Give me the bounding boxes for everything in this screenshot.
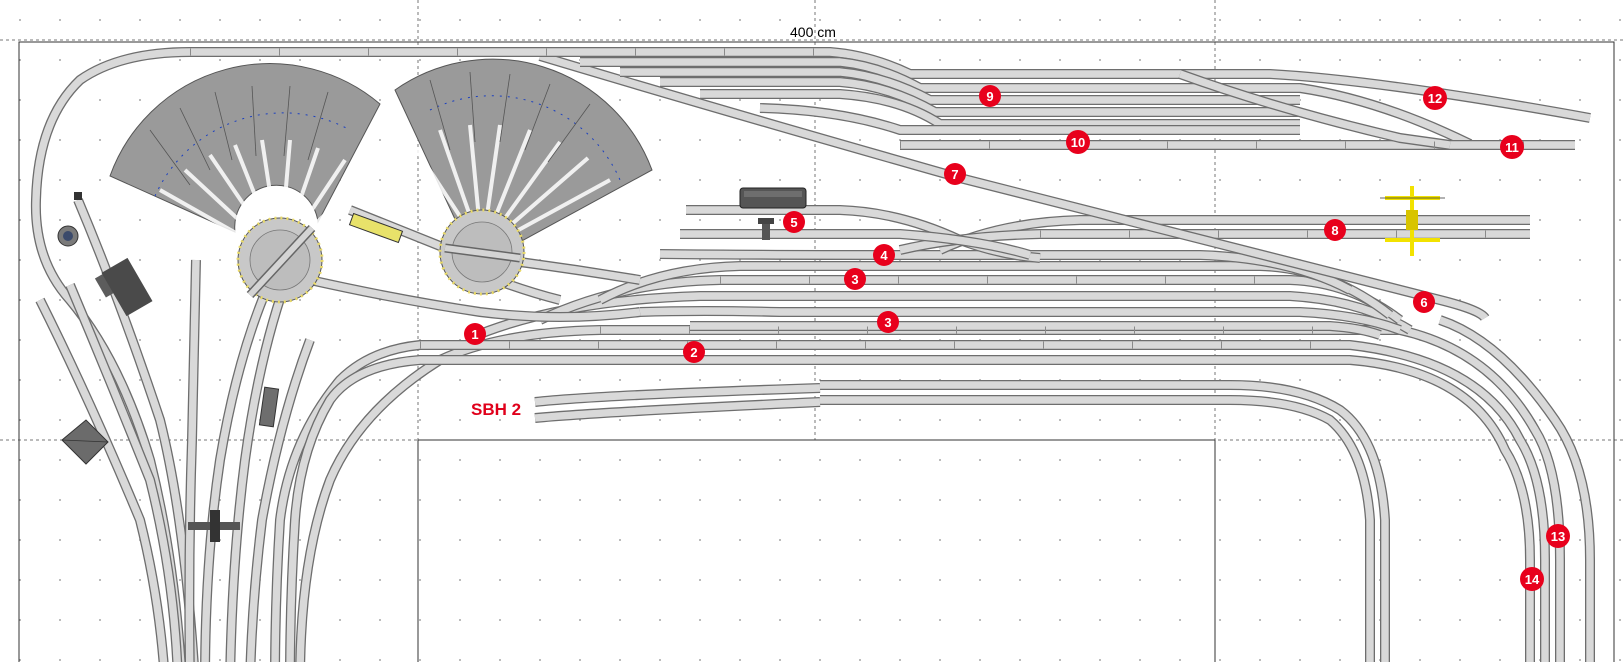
crossing-gate — [188, 510, 240, 542]
marker-3b: 3 — [877, 311, 899, 333]
staging-label: SBH 2 — [471, 400, 521, 419]
marker-6: 6 — [1413, 291, 1435, 313]
svg-text:11: 11 — [1505, 140, 1519, 155]
board-outline — [18, 41, 1615, 662]
turntable-right — [438, 208, 526, 296]
tracks — [30, 47, 1595, 662]
marker-1: 1 — [464, 323, 486, 345]
marker-4: 4 — [873, 244, 895, 266]
svg-text:9: 9 — [986, 89, 993, 104]
engine-shed — [61, 419, 109, 465]
svg-text:4: 4 — [880, 248, 888, 263]
yellow-platform — [348, 212, 404, 244]
marker-3a: 3 — [844, 268, 866, 290]
svg-text:12: 12 — [1428, 91, 1442, 106]
marker-11: 11 — [1500, 135, 1524, 159]
svg-text:3: 3 — [851, 272, 858, 287]
marker-14: 14 — [1520, 567, 1544, 591]
marker-9: 9 — [979, 85, 1001, 107]
svg-text:8: 8 — [1331, 223, 1338, 238]
svg-text:3: 3 — [884, 315, 891, 330]
signal-post — [74, 192, 82, 200]
marker-8: 8 — [1324, 219, 1346, 241]
station-building — [258, 386, 280, 428]
buffer-post — [758, 218, 774, 240]
marker-2: 2 — [683, 341, 705, 363]
dimension-label: 400 cm — [790, 24, 836, 40]
svg-text:13: 13 — [1551, 529, 1565, 544]
turntable-left — [236, 216, 324, 304]
marker-5: 5 — [783, 211, 805, 233]
roundhouse-right — [394, 58, 653, 252]
svg-text:7: 7 — [951, 167, 958, 182]
coal-station — [94, 257, 153, 317]
freight-wagon — [739, 187, 807, 209]
yellow-crane — [1380, 186, 1445, 256]
svg-text:2: 2 — [690, 345, 697, 360]
svg-text:5: 5 — [790, 215, 797, 230]
svg-text:14: 14 — [1525, 572, 1540, 587]
marker-10: 10 — [1066, 130, 1090, 154]
svg-text:10: 10 — [1071, 135, 1085, 150]
svg-text:6: 6 — [1420, 295, 1427, 310]
svg-text:1: 1 — [471, 327, 478, 342]
marker-7: 7 — [944, 163, 966, 185]
marker-13: 13 — [1546, 524, 1570, 548]
water-tower — [57, 225, 79, 247]
track-markers: 1 2 3 3 4 5 6 7 8 9 10 11 12 13 14 — [464, 85, 1570, 591]
marker-12: 12 — [1423, 86, 1447, 110]
